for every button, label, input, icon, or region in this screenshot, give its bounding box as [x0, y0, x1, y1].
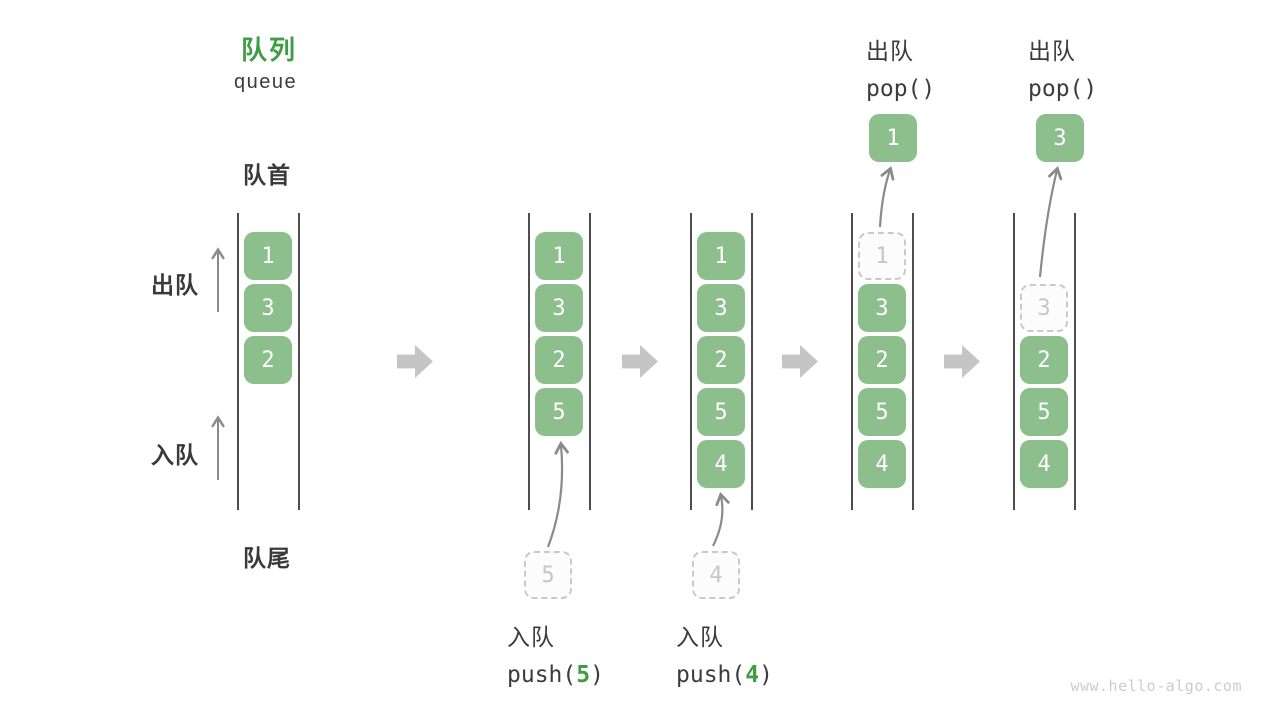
queue-cell: 3 — [858, 284, 906, 332]
queue-cell: 4 — [697, 440, 745, 488]
queue-wall-left — [1013, 213, 1015, 510]
op-dequeue-1: 出队 pop() — [866, 32, 935, 102]
op-code-pop: pop() — [1028, 76, 1098, 102]
label-queue-rear: 队尾 — [243, 545, 291, 571]
label-enqueue-side: 入队 — [151, 442, 199, 468]
label-dequeue-side: 出队 — [151, 272, 199, 298]
queue-wall-left — [237, 213, 239, 510]
page-subtitle: queue — [234, 71, 298, 93]
queue-column-5: 3 2 5 4 — [1013, 0, 1076, 720]
queue-cell: 4 — [1020, 440, 1068, 488]
page-title: 队列 — [241, 35, 298, 65]
queue-cell: 4 — [858, 440, 906, 488]
queue-cell: 1 — [244, 232, 292, 280]
queue-wall-left — [528, 213, 530, 510]
queue-cell: 5 — [697, 388, 745, 436]
popped-cell: 1 — [869, 114, 917, 162]
popped-cell: 3 — [1036, 114, 1084, 162]
right-block-arrow-icon — [397, 345, 433, 378]
op-label-dequeue: 出队 — [866, 38, 914, 64]
right-block-arrow-icon — [782, 345, 818, 378]
queue-wall-left — [851, 213, 853, 510]
queue-cell: 1 — [535, 232, 583, 280]
queue-cell: 3 — [244, 284, 292, 332]
incoming-cell: 5 — [524, 551, 572, 599]
right-block-arrow-icon — [622, 345, 658, 378]
queue-cell-removed: 3 — [1020, 284, 1068, 332]
queue-cell: 1 — [697, 232, 745, 280]
op-code-push: push(5) — [507, 662, 604, 688]
op-dequeue-2: 出队 pop() — [1028, 32, 1097, 102]
queue-cell: 5 — [858, 388, 906, 436]
queue-cell: 2 — [535, 336, 583, 384]
push-arg: 5 — [576, 662, 591, 688]
queue-cell: 5 — [1020, 388, 1068, 436]
op-enqueue-5: 入队 push(5) — [507, 618, 604, 688]
queue-cell: 2 — [858, 336, 906, 384]
push-open: push( — [676, 662, 746, 688]
queue-cell: 2 — [244, 336, 292, 384]
op-code-pop: pop() — [866, 76, 936, 102]
queue-column-4: 1 3 2 5 4 — [851, 0, 914, 720]
push-close: ) — [759, 662, 773, 688]
incoming-cell: 4 — [692, 551, 740, 599]
queue-cell-removed: 1 — [858, 232, 906, 280]
queue-cell: 3 — [535, 284, 583, 332]
op-enqueue-4: 入队 push(4) — [676, 618, 773, 688]
queue-cell: 5 — [535, 388, 583, 436]
op-label-enqueue: 入队 — [507, 624, 555, 650]
right-block-arrow-icon — [944, 345, 980, 378]
queue-column-1: 1 3 2 — [237, 0, 300, 720]
push-arg: 4 — [745, 662, 760, 688]
op-code-push: push(4) — [676, 662, 773, 688]
op-label-dequeue: 出队 — [1028, 38, 1076, 64]
queue-column-2: 1 3 2 5 — [528, 0, 591, 720]
queue-wall-right — [589, 213, 591, 510]
op-label-enqueue: 入队 — [676, 624, 724, 650]
queue-wall-right — [751, 213, 753, 510]
queue-cell: 2 — [697, 336, 745, 384]
push-close: ) — [590, 662, 604, 688]
queue-cell: 3 — [697, 284, 745, 332]
queue-column-3: 1 3 2 5 4 — [690, 0, 753, 720]
queue-wall-right — [912, 213, 914, 510]
queue-wall-left — [690, 213, 692, 510]
queue-cell: 2 — [1020, 336, 1068, 384]
push-open: push( — [507, 662, 577, 688]
watermark: www.hello-algo.com — [1070, 677, 1242, 695]
queue-wall-right — [1074, 213, 1076, 510]
label-queue-front: 队首 — [243, 162, 291, 188]
queue-wall-right — [298, 213, 300, 510]
